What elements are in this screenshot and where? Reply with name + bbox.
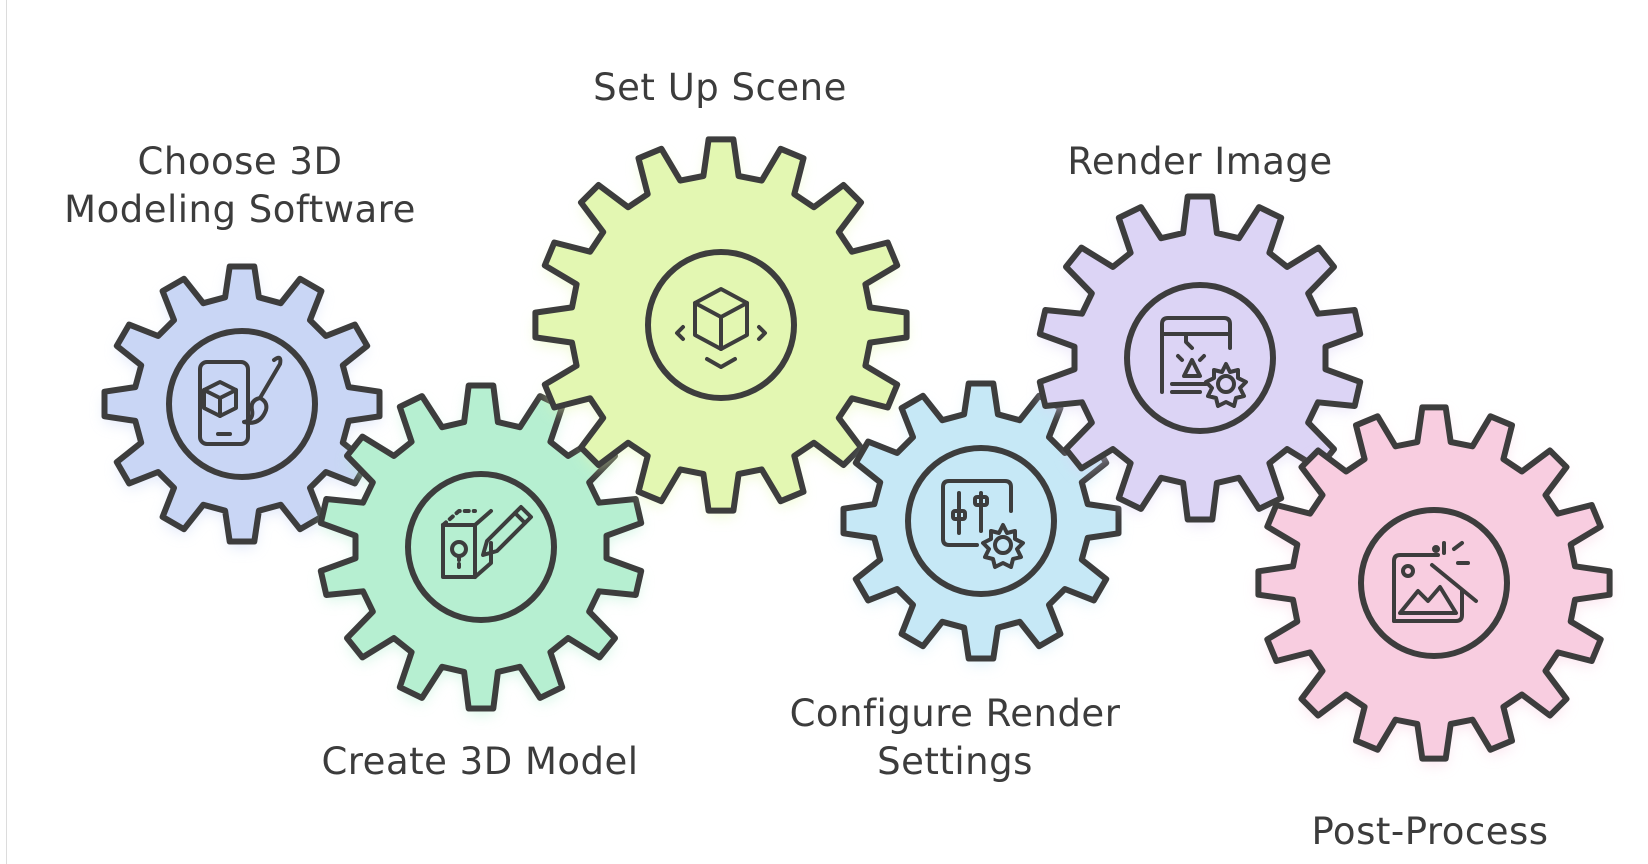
gear-set-up-scene <box>532 136 910 517</box>
image-magic-wand-icon <box>1392 541 1478 623</box>
gear-ring-choose-software <box>166 328 318 480</box>
gear-create-model <box>317 382 645 715</box>
gear-render-image <box>1036 193 1364 526</box>
gear-post-process <box>1255 404 1613 765</box>
gear-choose-software <box>101 263 383 548</box>
cube-arrows-icon <box>675 287 767 369</box>
step-label-render-image: Render Image <box>1067 140 1333 183</box>
sliders-gear-icon <box>941 479 1025 569</box>
step-label-create-model: Create 3D Model <box>321 740 639 783</box>
gear-ring-post-process <box>1358 507 1510 659</box>
step-label-set-up-scene: Set Up Scene <box>593 66 847 109</box>
left-border-line <box>6 0 7 864</box>
cube-pencil-icon <box>441 505 533 579</box>
render-laser-gear-icon <box>1160 316 1248 408</box>
gear-configure-render <box>840 380 1122 665</box>
tablet-cube-brush-icon <box>198 355 283 446</box>
step-label-configure-render: Configure Render Settings <box>789 692 1121 783</box>
step-label-post-process: Post-Process <box>1311 810 1549 853</box>
gear-ring-create-model <box>405 471 557 623</box>
step-label-choose-software: Choose 3D Modeling Software <box>64 140 416 231</box>
